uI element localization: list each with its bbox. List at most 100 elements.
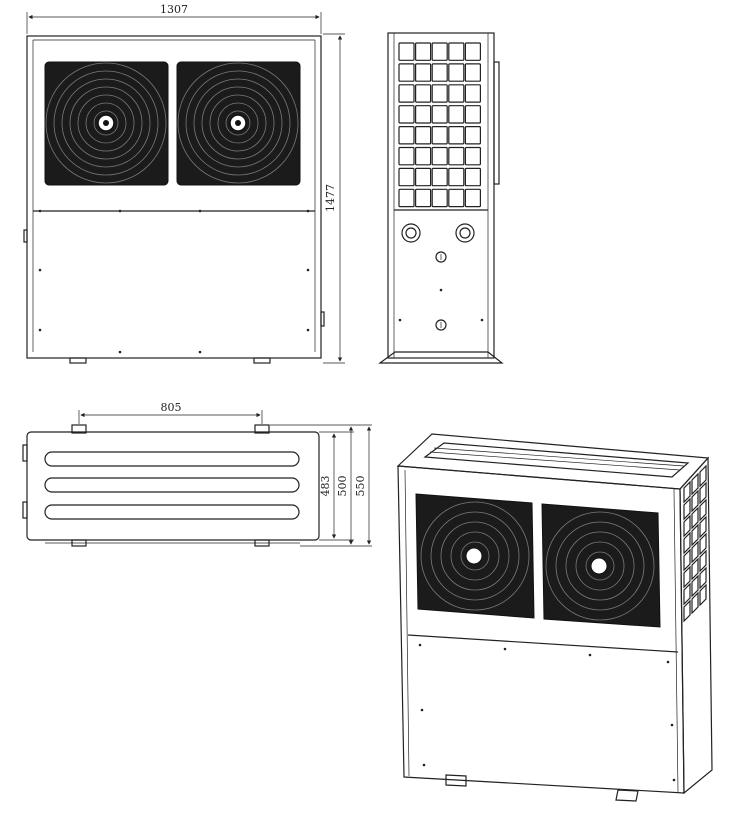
grid-cell xyxy=(431,105,448,124)
iso-grid-cell xyxy=(691,591,699,615)
grid-cell xyxy=(398,125,415,145)
iso-grid-cell xyxy=(683,514,691,538)
side-base xyxy=(378,351,504,364)
isometric-view xyxy=(396,433,713,802)
grid-cell xyxy=(398,188,415,208)
top-body xyxy=(26,431,320,541)
grid-cell xyxy=(415,125,432,145)
iso-grid-cell xyxy=(699,549,707,573)
grid-cell xyxy=(415,42,432,61)
iso-grid-cell xyxy=(683,531,691,555)
iso-foot xyxy=(615,789,639,802)
side-view xyxy=(378,32,504,364)
grid-cell xyxy=(415,105,432,124)
grid-cell xyxy=(431,84,448,103)
iso-side-face xyxy=(679,456,713,795)
iso-grid-cell xyxy=(699,498,707,522)
front-fan-right xyxy=(176,61,301,186)
grid-cell xyxy=(431,167,448,187)
grid-cell xyxy=(431,63,448,82)
grid-cell xyxy=(464,105,481,124)
mounting-bracket xyxy=(71,424,87,434)
grid-cell xyxy=(398,105,415,124)
grid-cell xyxy=(464,63,481,82)
iso-grid-cell xyxy=(683,582,691,606)
depth-483-label: 483 xyxy=(319,476,332,497)
grid-cell xyxy=(448,125,465,145)
iso-grid-cell xyxy=(691,540,699,564)
iso-grid-cell xyxy=(699,515,707,539)
iso-grid-cell xyxy=(691,489,699,513)
drain-connector-icon xyxy=(435,251,447,263)
height-dimension-label: 1477 xyxy=(324,184,337,212)
iso-grid-cell xyxy=(691,574,699,598)
iso-grid-cell xyxy=(683,497,691,521)
iso-grid-cell xyxy=(699,583,707,607)
grid-cell xyxy=(448,146,465,166)
iso-top-face xyxy=(396,433,710,490)
grid-cell xyxy=(448,84,465,103)
iso-grid-cell xyxy=(699,464,707,488)
iso-grid-cell xyxy=(691,506,699,530)
front-view: 1307 1477 xyxy=(23,3,345,364)
iso-grid-cell xyxy=(691,557,699,581)
iso-fan-left xyxy=(415,493,535,619)
iso-grid-cell xyxy=(683,565,691,589)
grid-cell xyxy=(464,146,481,166)
drain-connector-icon xyxy=(435,319,447,331)
grid-cell xyxy=(464,188,481,208)
front-fan-left xyxy=(44,61,169,186)
grid-cell xyxy=(431,125,448,145)
grid-cell xyxy=(464,167,481,187)
iso-side-air-intake-grid xyxy=(683,464,707,623)
grid-cell xyxy=(398,167,415,187)
top-slot xyxy=(44,477,300,493)
grid-cell xyxy=(431,42,448,61)
iso-grid-cell xyxy=(683,599,691,623)
grid-cell xyxy=(464,42,481,61)
iso-grid-cell xyxy=(699,566,707,590)
grid-cell xyxy=(448,188,465,208)
iso-grid-cell xyxy=(683,548,691,572)
fan-hub-icon xyxy=(590,557,608,575)
grid-cell xyxy=(398,84,415,103)
iso-grid-cell xyxy=(699,481,707,505)
grid-cell xyxy=(415,146,432,166)
iso-fan-right xyxy=(541,503,661,628)
grid-cell xyxy=(415,84,432,103)
pipe-connector-icon xyxy=(401,223,421,243)
grid-cell xyxy=(464,84,481,103)
grid-cell xyxy=(398,63,415,82)
grid-cell xyxy=(431,188,448,208)
foot xyxy=(69,357,87,364)
foot xyxy=(253,357,271,364)
grid-cell xyxy=(398,42,415,61)
grid-cell xyxy=(448,42,465,61)
side-body xyxy=(387,32,495,359)
iso-grid-cell xyxy=(699,532,707,556)
grid-cell xyxy=(448,105,465,124)
top-view: 805 483 500 550 xyxy=(22,401,372,547)
iso-panel-divider xyxy=(407,634,679,653)
mounting-bracket xyxy=(254,424,270,434)
side-air-intake-grid xyxy=(398,42,481,208)
depth-500-label: 500 xyxy=(336,476,349,497)
grid-cell xyxy=(415,188,432,208)
iso-grid-cell xyxy=(683,480,691,504)
iso-grid-cell xyxy=(691,472,699,496)
fan-hub-icon xyxy=(465,547,483,565)
top-slot xyxy=(44,451,300,467)
bracket-spacing-label: 805 xyxy=(161,401,182,414)
depth-550-label: 550 xyxy=(354,476,367,497)
grid-cell xyxy=(448,167,465,187)
width-dimension-label: 1307 xyxy=(160,3,188,16)
grid-cell xyxy=(415,63,432,82)
iso-grid-cell xyxy=(691,523,699,547)
top-slot xyxy=(44,504,300,520)
iso-foot xyxy=(445,774,467,787)
grid-cell xyxy=(464,125,481,145)
grid-cell xyxy=(415,167,432,187)
pipe-connector-icon xyxy=(455,223,475,243)
grid-cell xyxy=(398,146,415,166)
